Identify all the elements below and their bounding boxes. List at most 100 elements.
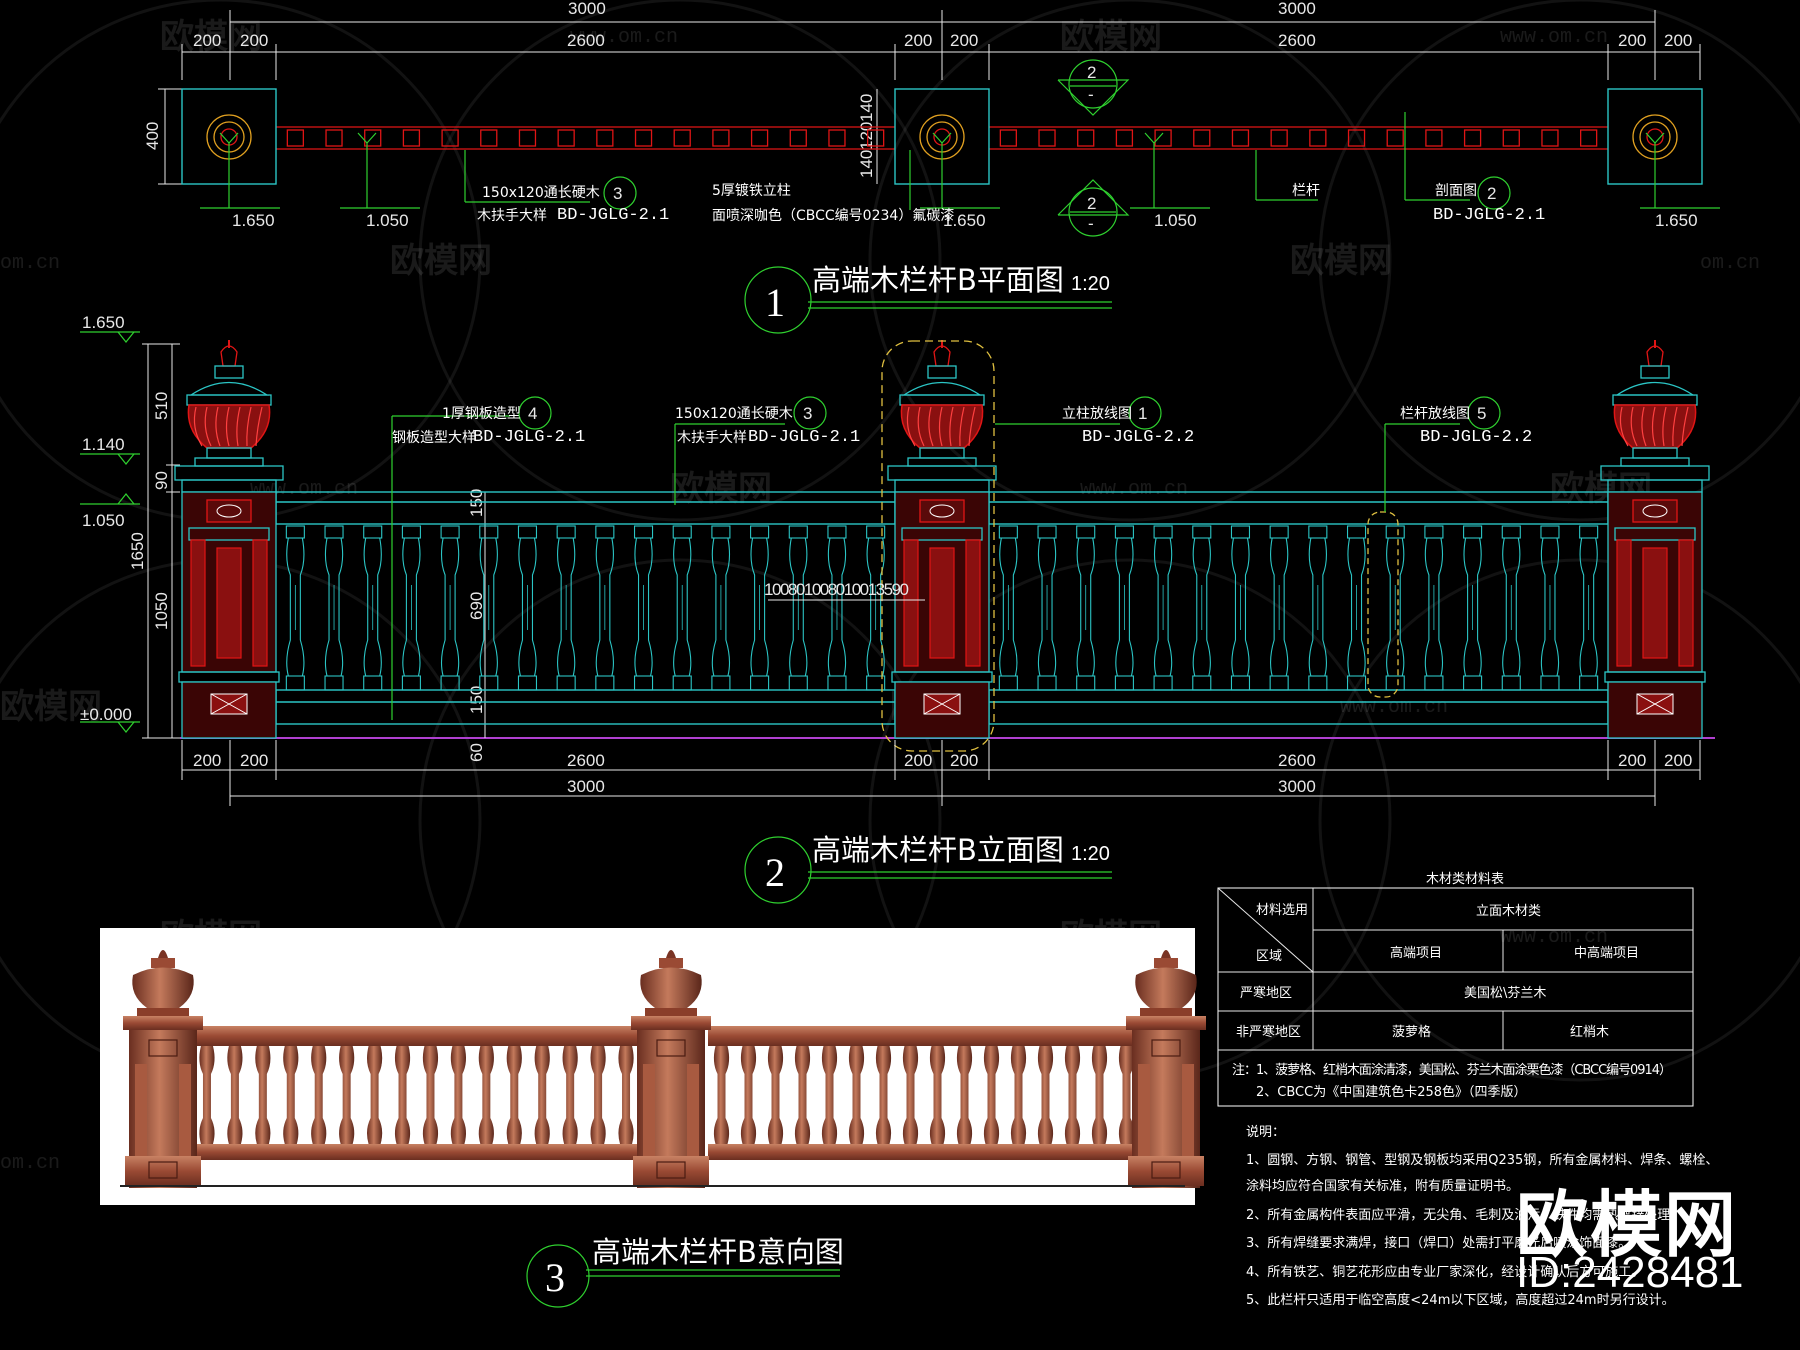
elevation-baluster <box>1424 525 1444 691</box>
watermark-brand: 欧模网 <box>0 687 102 727</box>
dim-p2: 120 <box>857 122 876 150</box>
dim-baluster-spacing: 100801008010013590 <box>764 580 909 599</box>
elevation-baluster <box>1269 525 1289 691</box>
plan-level-4: 1.050 <box>1154 211 1197 230</box>
render-baluster <box>478 1046 494 1144</box>
notes: 说明： 1、圆钢、方钢、钢管、型钢及钢板均采用Q235钢，所有金属材料、焊条、螺… <box>1246 1125 1718 1308</box>
dim-e: 200 <box>1618 31 1646 50</box>
plan-baluster <box>441 129 459 147</box>
plan-level-3: 1.650 <box>943 211 986 230</box>
plan-baluster <box>1077 129 1095 147</box>
render-baluster <box>1064 1046 1081 1144</box>
elevation-baluster <box>517 525 538 691</box>
render-baluster <box>255 1046 271 1144</box>
plan-baluster <box>1502 129 1520 147</box>
plan-baluster <box>1115 129 1134 147</box>
render-baluster <box>339 1046 355 1144</box>
plan-title-scale: 1:20 <box>1071 273 1110 295</box>
plan-baluster <box>1463 129 1482 147</box>
callout-plate-ref: BD-JGLG-2.1 <box>473 428 585 447</box>
render-handrail <box>193 1026 640 1046</box>
render-baluster <box>227 1046 243 1144</box>
dim-bottom-span-left: 2600 <box>567 751 605 770</box>
table-note-1: 注：1、菠萝格、红梢木面涂清漆，美国松、芬兰木面涂栗色漆（CBCC编号0914） <box>1232 1062 1672 1078</box>
elevation-title: 高端木栏杆B立面图 <box>812 833 1064 867</box>
table-col-mid: 中高端项目 <box>1574 945 1639 961</box>
dim-span-right: 2600 <box>1278 31 1316 50</box>
elevation-baluster <box>363 525 383 691</box>
note-item-2: 2、所有金属构件表面应平滑，无尖角、毛刺及油污，铁件均需热镀锌处理。 <box>1246 1207 1683 1223</box>
table-row2-high: 菠萝格 <box>1392 1024 1431 1040</box>
plan-baluster <box>1347 129 1366 147</box>
plan-baluster <box>596 129 614 147</box>
callout-post-text: 立柱放线图 <box>1062 406 1132 422</box>
dim-top-510: 510 <box>152 392 171 420</box>
level-ground: ±0.000 <box>80 705 132 724</box>
baluster-detail-outline <box>1367 511 1399 698</box>
render-bottom-rail <box>193 1144 640 1160</box>
plan-level-2: 1.050 <box>366 211 409 230</box>
render-handrail <box>708 1026 1140 1046</box>
material-table: 木材类材料表 材料选用 区域 立面木材类 高端项目 中高端项目 严寒地区 美国松… <box>1217 872 1694 1107</box>
render-baluster <box>590 1046 606 1144</box>
plan-baluster <box>1270 129 1288 147</box>
callout-handrail-num: 3 <box>803 404 812 423</box>
elevation-posts <box>174 340 1710 739</box>
dim-b: 200 <box>240 31 268 50</box>
render-baluster <box>902 1046 919 1144</box>
table-col-high: 高端项目 <box>1390 945 1442 961</box>
render-baluster <box>767 1046 784 1144</box>
callout-handrail-ref: BD-JGLG-2.1 <box>748 428 860 447</box>
render-title-num: 3 <box>545 1255 565 1300</box>
plan-callout-section-num: 2 <box>1487 184 1496 203</box>
render-baluster <box>1010 1046 1027 1144</box>
dim-p1: 140 <box>857 94 876 122</box>
plan-baluster <box>1038 129 1056 147</box>
elevation-baluster <box>556 525 576 691</box>
plan-balusters <box>286 129 1598 147</box>
dim-f: 200 <box>1664 31 1692 50</box>
elevation-baluster <box>998 525 1018 691</box>
render-title: 高端木栏杆B意向图 <box>592 1235 844 1269</box>
section-mark-bottom-num: 2 <box>1087 194 1096 213</box>
plan-callout-section-text: 剖面图 <box>1435 183 1477 199</box>
elevation-post <box>1600 340 1710 739</box>
table-hdr-region: 区域 <box>1256 949 1282 964</box>
render-baluster <box>311 1046 327 1144</box>
dim-bottom-d: 200 <box>950 751 978 770</box>
dim-bottom-total-left: 3000 <box>567 777 605 796</box>
plan-view: 3000 3000 200 200 2600 200 200 2600 200 … <box>143 0 1720 334</box>
elevation-baluster <box>1579 525 1599 691</box>
dim-bottom-span-right: 2600 <box>1278 751 1316 770</box>
level-top: 1.650 <box>82 313 125 332</box>
render-baluster <box>821 1046 838 1144</box>
elevation-baluster <box>1501 525 1521 691</box>
elevation-baluster <box>788 525 808 691</box>
render-baluster <box>394 1046 411 1144</box>
note-item-4: 4、所有铁艺、铜艺花形应由专业厂家深化，经设计确认后方可施工。 <box>1246 1264 1644 1280</box>
elevation-baluster <box>1463 525 1483 691</box>
elevation-baluster <box>1346 525 1367 691</box>
elevation-baluster <box>1192 525 1212 691</box>
note-item-5: 5、此栏杆只适用于临空高度<24m以下区域，高度超过24m时另行设计。 <box>1246 1292 1675 1308</box>
callout-plate-text1: 1厚钢板造型 <box>442 406 521 422</box>
dim-a: 200 <box>193 31 221 50</box>
dim-bottom-e: 200 <box>1618 751 1646 770</box>
watermark-brand: 欧模网 <box>390 241 492 281</box>
plan-baluster <box>673 129 691 147</box>
plan-baluster <box>480 129 498 147</box>
render-baluster <box>929 1046 946 1144</box>
watermark-url: om.cn <box>0 1152 60 1175</box>
note-item-1: 1、圆钢、方钢、钢管、型钢及钢板均采用Q235钢，所有金属材料、焊条、螺栓、 <box>1246 1152 1718 1168</box>
elevation-baluster <box>440 525 460 691</box>
plan-level-5: 1.650 <box>1655 211 1698 230</box>
render-baluster <box>422 1046 439 1144</box>
elevation-baluster <box>1114 525 1134 691</box>
plan-baluster <box>867 129 885 147</box>
elevation-baluster <box>866 525 886 691</box>
elevation-baluster <box>1540 525 1560 691</box>
watermark-url: om.cn <box>1700 252 1760 275</box>
elevation-baluster <box>401 525 421 691</box>
plan-baluster <box>518 129 537 147</box>
callout-handrail-text2: 木扶手大样 <box>677 430 747 446</box>
